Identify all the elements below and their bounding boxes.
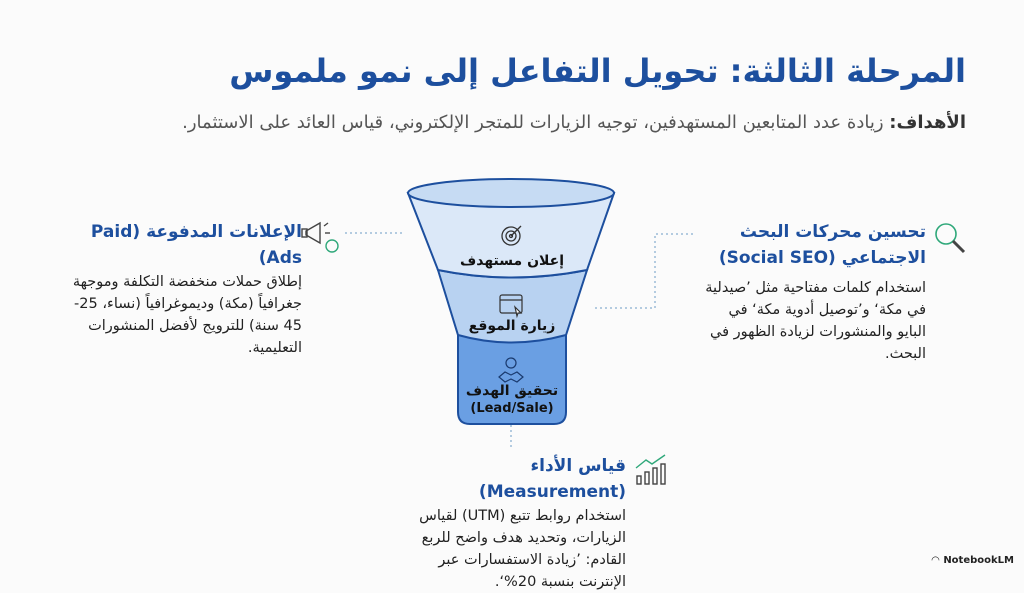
funnel-diagram: [301, 178, 966, 485]
measurement-body: استخدام روابط تتبع (UTM) لقياس الزيارات،…: [419, 508, 626, 590]
social-seo-body: استخدام كلمات مفتاحية مثل ’صيدلية في مكة…: [705, 280, 926, 362]
goals-line: الأهداف: زيادة عدد المتابعين المستهدفين،…: [182, 112, 966, 133]
measurement-title: قياس الأداء (Measurement): [478, 456, 626, 502]
notebooklm-logo: ◠NotebookLM: [932, 555, 1014, 566]
funnel-sublabel-goal: (Lead/Sale): [470, 401, 554, 416]
goals-text: زيادة عدد المتابعين المستهدفين، توجيه ال…: [182, 112, 884, 133]
connector-social-seo: [595, 233, 695, 309]
browser-cursor-icon: [499, 294, 523, 319]
growth-chart-icon: [635, 454, 666, 485]
funnel-label-visit: زيارة الموقع: [468, 318, 556, 334]
brand-label: NotebookLM: [943, 555, 1014, 566]
funnel-label-ad: إعلان مستهدف: [459, 253, 565, 269]
logo-icon: ◠: [931, 555, 940, 566]
funnel-label-goal: تحقيق الهدف: [465, 383, 559, 399]
page-title: المرحلة الثالثة: تحويل التفاعل إلى نمو م…: [229, 52, 966, 90]
search-icon: [935, 223, 966, 254]
funnel-rim: [407, 178, 615, 208]
paid-ads-block: الإعلانات المدفوعة (Paid Ads) إطلاق حملا…: [62, 219, 302, 359]
target-icon: [501, 225, 522, 246]
measurement-block: قياس الأداء (Measurement) استخدام روابط …: [391, 453, 626, 593]
paid-ads-title: الإعلانات المدفوعة (Paid Ads): [90, 222, 302, 268]
paid-ads-body: إطلاق حملات منخفضة التكلفة وموجهة جغرافي…: [72, 274, 302, 356]
social-seo-title: تحسين محركات البحث الاجتماعي (Social SEO…: [718, 222, 926, 268]
social-seo-block: تحسين محركات البحث الاجتماعي (Social SEO…: [701, 219, 926, 365]
goals-label: الأهداف:: [889, 112, 966, 133]
megaphone-icon: [301, 221, 339, 253]
handshake-money-icon: [498, 357, 524, 383]
